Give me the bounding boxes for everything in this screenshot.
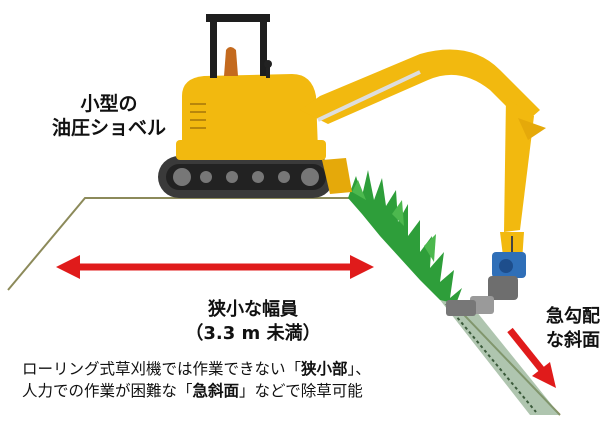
excavator-label-line1: 小型の [80,93,138,115]
description-line2-part2: 」などで除草可能 [239,382,363,400]
width-label-line1: 狭小な幅員 [208,299,298,320]
slope-label-line2: な斜面 [546,330,600,351]
description-line1-part2: 」、 [347,360,371,378]
mower-attachment [446,252,526,316]
description-line2: 人力での作業が困難な「急斜面」などで除草可能 [22,380,492,402]
mowed-strip [440,300,560,415]
description-line1: ローリング式草刈機では作業できない「狭小部」、 [22,358,492,380]
excavator-body [182,74,318,150]
excavator-canopy [206,14,270,78]
slope-label: 急勾配 な斜面 [546,305,600,353]
description-line1-bold: 狭小部 [301,360,348,378]
width-label-line2: （3.3 m 未満） [185,323,321,344]
description-line2-part1: 人力での作業が困難な「 [22,382,193,400]
width-arrow [56,255,374,279]
excavator [158,14,546,316]
slope-arrow [507,327,556,388]
excavator-label-line2: 油圧ショベル [52,117,167,139]
description-line1-part1: ローリング式草刈機では作業できない「 [22,360,302,378]
excavator-boom [300,49,540,124]
width-label: 狭小な幅員 （3.3 m 未満） [148,298,358,346]
grass-slope [348,170,462,304]
description-line2-bold: 急斜面 [192,382,240,400]
description-text: ローリング式草刈機では作業できない「狭小部」、 人力での作業が困難な「急斜面」な… [22,358,492,402]
slope-label-line1: 急勾配 [546,306,600,327]
excavator-label: 小型の 油圧ショベル [52,92,166,140]
